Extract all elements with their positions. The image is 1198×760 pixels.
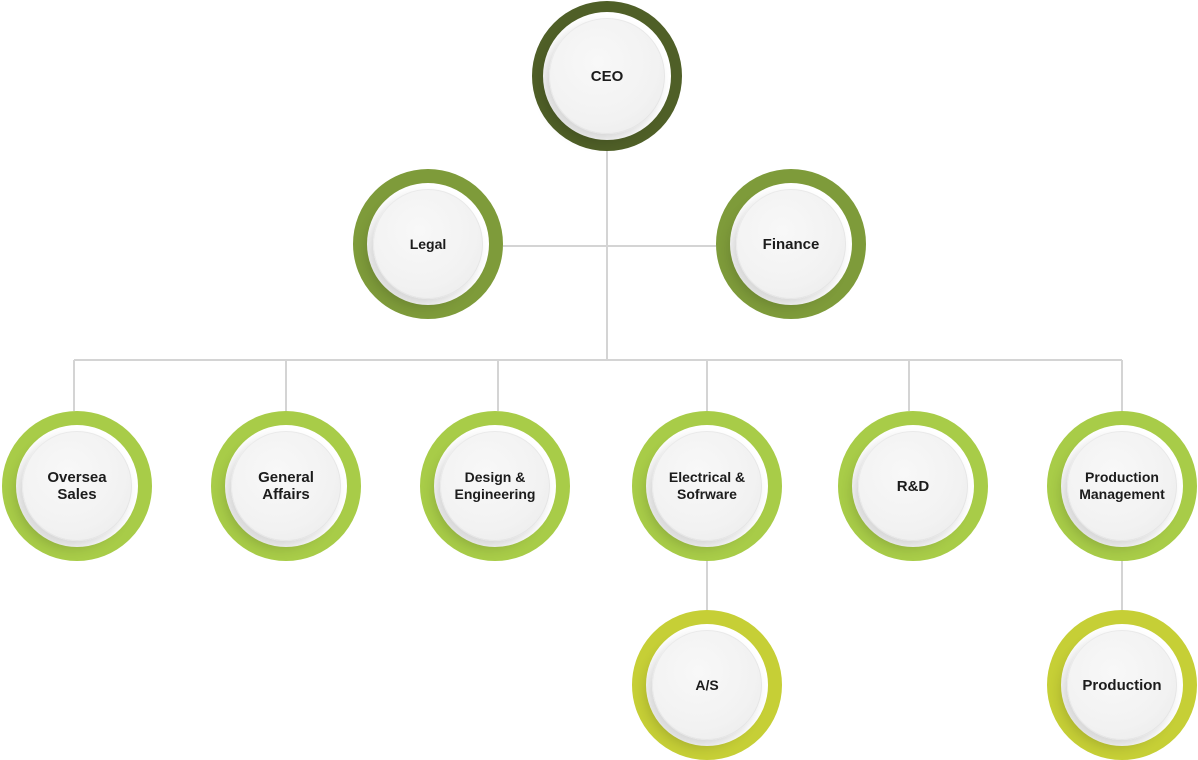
node-general-affairs-label: General Affairs — [258, 469, 314, 503]
node-oversea-sales: Oversea Sales — [2, 411, 152, 561]
node-rnd: R&D — [838, 411, 988, 561]
node-production-management-label: Production Management — [1079, 469, 1165, 502]
node-finance: Finance — [716, 169, 866, 319]
node-finance-label: Finance — [762, 235, 820, 253]
node-legal-label: Legal — [409, 235, 447, 252]
node-design-engineering-label: Design & Engineering — [454, 469, 536, 502]
node-rnd-face: R&D — [858, 431, 968, 541]
node-ceo-label: CEO — [590, 67, 624, 85]
node-general-affairs-face: General Affairs — [231, 431, 341, 541]
node-production-label: Production — [1082, 676, 1162, 694]
node-legal: Legal — [353, 169, 503, 319]
node-electrical-software-label: Electrical & Sofrware — [668, 469, 746, 502]
node-production-management: Production Management — [1047, 411, 1197, 561]
node-as-face: A/S — [652, 630, 762, 740]
node-electrical-software-face: Electrical & Sofrware — [652, 431, 762, 541]
node-design-engineering: Design & Engineering — [420, 411, 570, 561]
node-oversea-sales-face: Oversea Sales — [22, 431, 132, 541]
node-rnd-label: R&D — [896, 477, 930, 495]
node-general-affairs: General Affairs — [211, 411, 361, 561]
node-ceo: CEO — [532, 1, 682, 151]
node-design-engineering-face: Design & Engineering — [440, 431, 550, 541]
node-as: A/S — [632, 610, 782, 760]
node-production-management-face: Production Management — [1067, 431, 1177, 541]
node-finance-face: Finance — [736, 189, 846, 299]
node-production: Production — [1047, 610, 1197, 760]
node-as-label: A/S — [695, 676, 719, 693]
node-ceo-face: CEO — [549, 18, 665, 134]
node-production-face: Production — [1067, 630, 1177, 740]
node-oversea-sales-label: Oversea Sales — [47, 469, 107, 503]
node-electrical-software: Electrical & Sofrware — [632, 411, 782, 561]
node-legal-face: Legal — [373, 189, 483, 299]
